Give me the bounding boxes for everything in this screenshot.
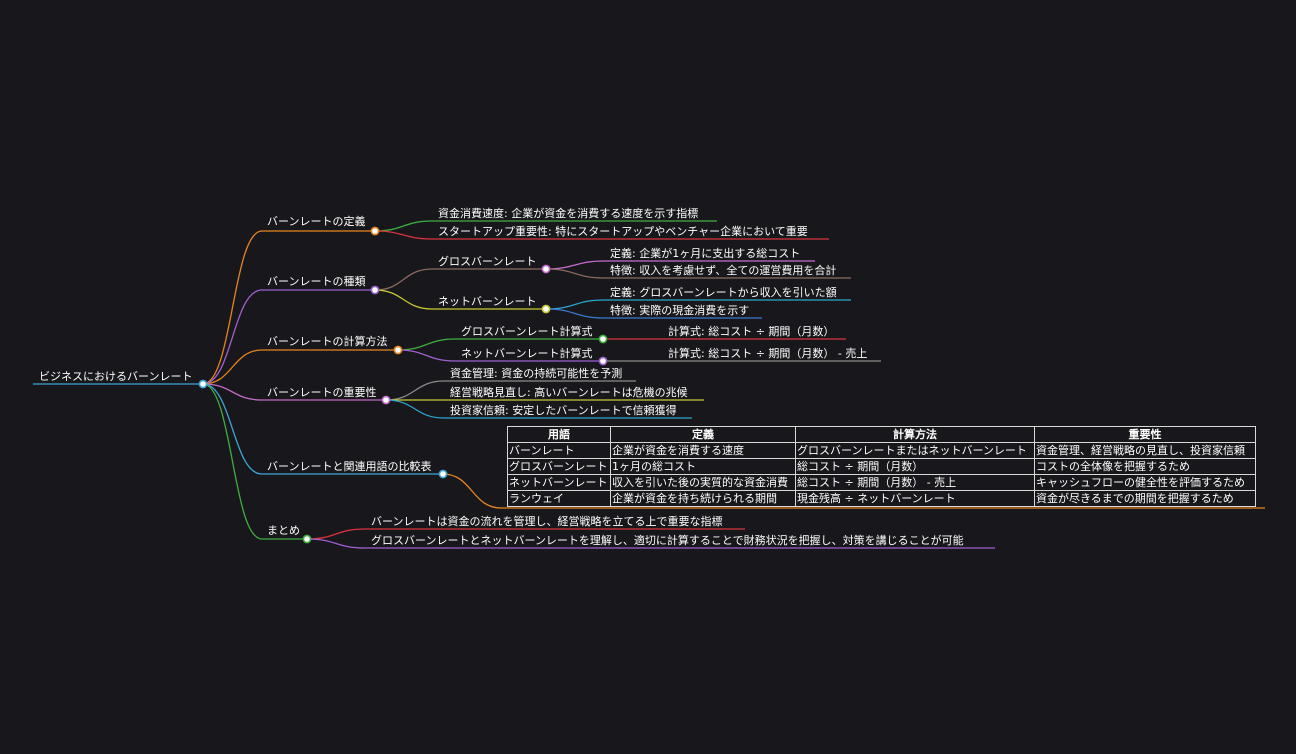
branch-importance-label[interactable]: バーンレートの重要性 bbox=[267, 386, 377, 399]
edge-net-definition bbox=[545, 299, 851, 310]
edge-net-feature bbox=[545, 308, 762, 319]
table-cell: 1ヶ月の総コスト bbox=[610, 458, 796, 475]
table-cell: グロスバーンレートまたはネットバーンレート bbox=[795, 442, 1035, 459]
definition-item-speed[interactable]: 資金消費速度: 企業が資金を消費する速度を示す指標 bbox=[438, 207, 699, 220]
branch-definition-label[interactable]: バーンレートの定義 bbox=[267, 215, 366, 228]
edge-gross-definition bbox=[545, 260, 815, 270]
table-row: バーンレート 企業が資金を消費する速度 グロスバーンレートまたはネットバーンレー… bbox=[507, 442, 1256, 459]
definition-node-circle[interactable] bbox=[370, 226, 380, 236]
edge-summary-indicator bbox=[306, 528, 745, 540]
table-cell: 現金残高 ÷ ネットバーンレート bbox=[795, 490, 1035, 507]
edge-definition-startup bbox=[374, 230, 829, 240]
edge-calc-net bbox=[397, 349, 603, 362]
table-cell: 収入を引いた後の実質的な資金消費 bbox=[610, 474, 796, 491]
edge-types-net bbox=[374, 289, 546, 310]
edge-root-summary bbox=[202, 383, 307, 540]
importance-node-circle[interactable] bbox=[381, 395, 391, 405]
table-cell: 企業が資金を消費する速度 bbox=[610, 442, 796, 459]
types-gross-label[interactable]: グロスバーンレート bbox=[438, 255, 537, 268]
types-gross-feature[interactable]: 特徴: 収入を考慮せず、全ての運営費用を合計 bbox=[610, 264, 837, 277]
summary-item-understanding[interactable]: グロスバーンレートとネットバーンレートを理解し、適切に計算することで財務状況を把… bbox=[371, 534, 964, 547]
edge-gross-feature bbox=[545, 268, 851, 279]
importance-item-strategy[interactable]: 経営戦略見直し: 高いバーンレートは危機の兆候 bbox=[450, 386, 688, 399]
header-term: 用語 bbox=[507, 426, 611, 443]
comparison-node-circle[interactable] bbox=[438, 469, 448, 479]
types-gross-definition[interactable]: 定義: 企業が1ヶ月に支出する総コスト bbox=[610, 247, 801, 260]
table-cell: 資金管理、経営戦略の見直し、投資家信頼 bbox=[1034, 442, 1256, 459]
edge-importance-cash bbox=[385, 380, 636, 401]
table-cell: ネットバーンレート bbox=[507, 474, 611, 491]
types-net-feature[interactable]: 特徴: 実際の現金消費を示す bbox=[610, 304, 750, 317]
mindmap-edges bbox=[33, 220, 1265, 549]
calculation-node-circle[interactable] bbox=[393, 345, 403, 355]
edge-comparison-table bbox=[442, 473, 1265, 509]
summary-node-circle[interactable] bbox=[302, 534, 312, 544]
table-row: グロスバーンレート 1ヶ月の総コスト 総コスト ÷ 期間（月数） コストの全体像… bbox=[507, 458, 1256, 475]
calculation-gross-formula[interactable]: 計算式: 総コスト ÷ 期間（月数） bbox=[668, 325, 835, 338]
edge-importance-investor bbox=[385, 399, 692, 419]
table-cell: 資金が尽きるまでの期間を把握するため bbox=[1034, 490, 1256, 507]
branch-calculation-label[interactable]: バーンレートの計算方法 bbox=[267, 335, 388, 348]
edge-root-definition bbox=[202, 230, 375, 385]
calculation-net-formula[interactable]: 計算式: 総コスト ÷ 期間（月数） - 売上 bbox=[668, 347, 868, 360]
types-net-definition[interactable]: 定義: グロスバーンレートから収入を引いた額 bbox=[610, 286, 837, 299]
table-row: ネットバーンレート 収入を引いた後の実質的な資金消費 総コスト ÷ 期間（月数）… bbox=[507, 474, 1256, 491]
table-cell: バーンレート bbox=[507, 442, 611, 459]
types-node-circle[interactable] bbox=[370, 285, 380, 295]
calculation-net-node-circle[interactable] bbox=[598, 356, 608, 366]
types-net-label[interactable]: ネットバーンレート bbox=[438, 295, 537, 308]
table-cell: キャッシュフローの健全性を評価するため bbox=[1034, 474, 1256, 491]
table-cell: 総コスト ÷ 期間（月数） - 売上 bbox=[795, 474, 1035, 491]
calculation-gross-node-circle[interactable] bbox=[598, 334, 608, 344]
table-cell: コストの全体像を把握するため bbox=[1034, 458, 1256, 475]
table-row: ランウェイ 企業が資金を持ち続けられる期間 現金残高 ÷ ネットバーンレート 資… bbox=[507, 490, 1256, 507]
branch-comparison-label[interactable]: バーンレートと関連用語の比較表 bbox=[267, 460, 432, 473]
root-node-circle[interactable] bbox=[198, 379, 208, 389]
edge-root-comparison bbox=[202, 383, 443, 475]
comparison-table: 用語 定義 計算方法 重要性 バーンレート 企業が資金を消費する速度 グロスバー… bbox=[507, 426, 1256, 507]
table-cell: ランウェイ bbox=[507, 490, 611, 507]
mindmap-nodes bbox=[198, 226, 608, 544]
importance-item-cash[interactable]: 資金管理: 資金の持続可能性を予測 bbox=[450, 367, 623, 380]
root-node-label[interactable]: ビジネスにおけるバーンレート bbox=[39, 370, 193, 383]
branch-types-label[interactable]: バーンレートの種類 bbox=[267, 275, 366, 288]
edge-root-calculation bbox=[202, 349, 398, 385]
summary-item-indicator[interactable]: バーンレートは資金の流れを管理し、経営戦略を立てる上で重要な指標 bbox=[371, 515, 723, 528]
definition-item-startup[interactable]: スタートアップ重要性: 特にスタートアップやベンチャー企業において重要 bbox=[438, 225, 808, 238]
branch-summary-label[interactable]: まとめ bbox=[267, 524, 300, 537]
calculation-gross-label[interactable]: グロスバーンレート計算式 bbox=[461, 325, 593, 338]
edge-calc-gross bbox=[397, 338, 603, 351]
header-calculation: 計算方法 bbox=[795, 426, 1035, 443]
edge-types-gross bbox=[374, 268, 546, 291]
header-importance: 重要性 bbox=[1034, 426, 1256, 443]
importance-item-investor[interactable]: 投資家信頼: 安定したバーンレートで信頼獲得 bbox=[450, 404, 677, 417]
edge-summary-understanding bbox=[306, 538, 995, 549]
types-net-node-circle[interactable] bbox=[541, 304, 551, 314]
edge-root-types bbox=[202, 289, 375, 385]
header-definition: 定義 bbox=[610, 426, 796, 443]
types-gross-node-circle[interactable] bbox=[541, 264, 551, 274]
table-cell: 企業が資金を持ち続けられる期間 bbox=[610, 490, 796, 507]
table-cell: 総コスト ÷ 期間（月数） bbox=[795, 458, 1035, 475]
table-cell: グロスバーンレート bbox=[507, 458, 611, 475]
edge-definition-speed bbox=[374, 220, 717, 232]
table-header-row: 用語 定義 計算方法 重要性 bbox=[507, 426, 1256, 443]
edge-root-importance bbox=[202, 383, 386, 401]
calculation-net-label[interactable]: ネットバーンレート計算式 bbox=[461, 347, 593, 360]
